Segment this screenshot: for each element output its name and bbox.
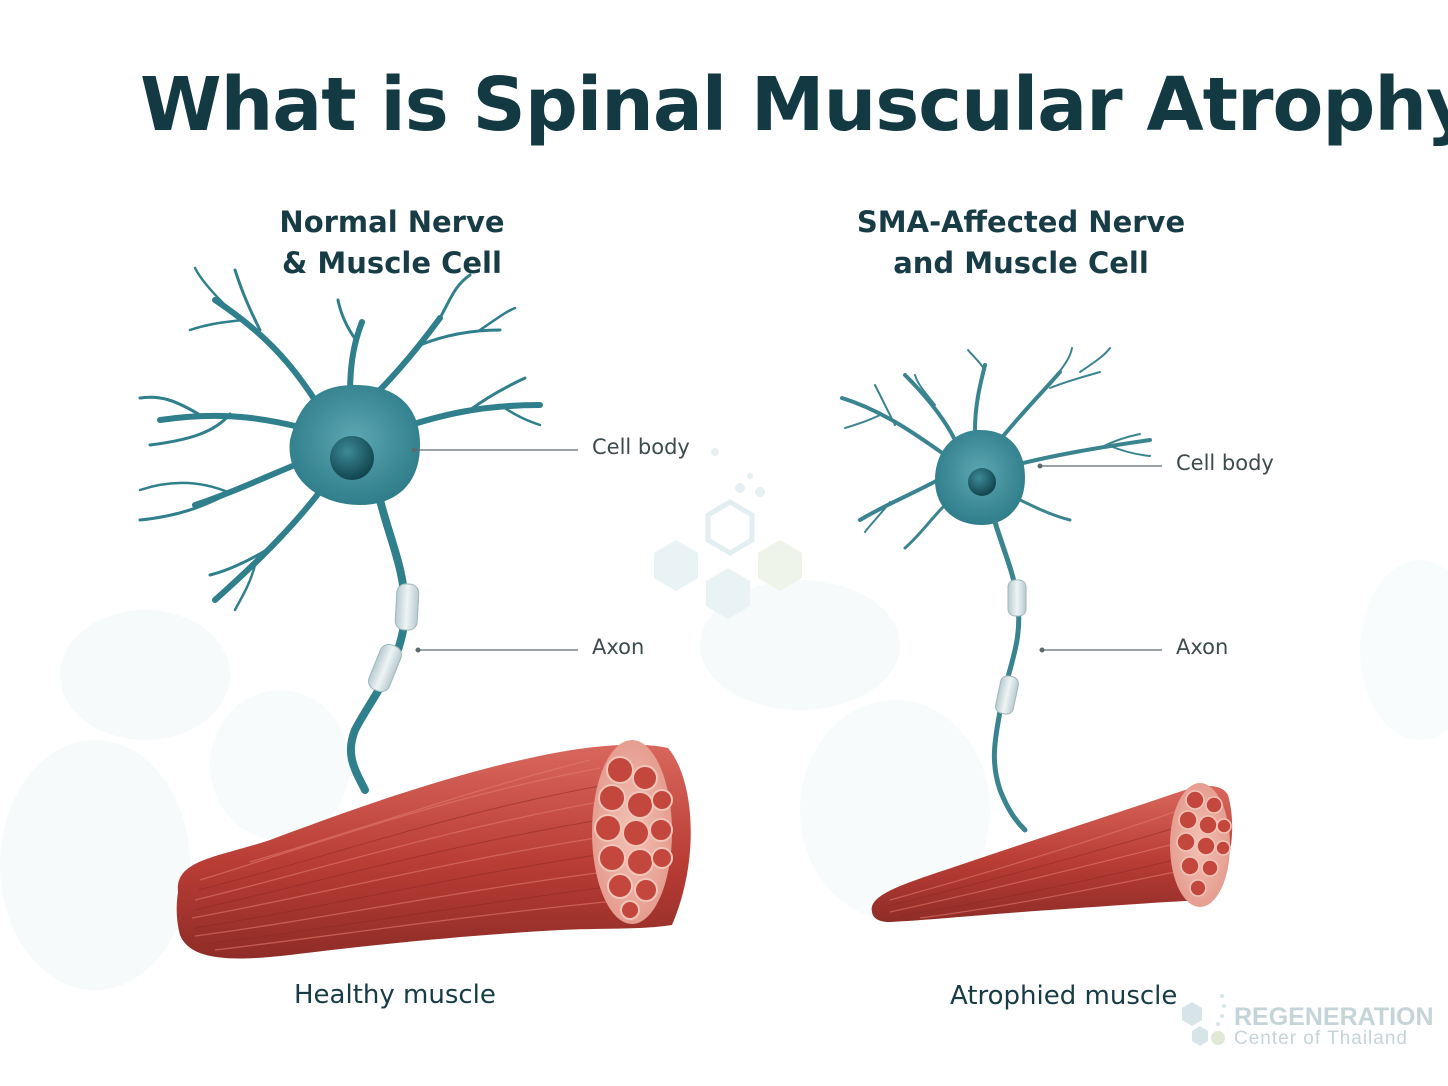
normal-panel-title: Normal Nerve & Muscle Cell xyxy=(182,202,602,284)
normal-title-line2: & Muscle Cell xyxy=(282,246,502,280)
background-blob xyxy=(60,610,230,740)
normal-axon-label: Axon xyxy=(592,635,645,659)
normal-title-line1: Normal Nerve xyxy=(279,205,505,239)
logo-line2: Center of Thailand xyxy=(1234,1028,1408,1049)
regeneration-logo-icon xyxy=(1182,994,1226,1046)
regeneration-logo-text: REGENERATION Center of Thailand xyxy=(1234,1003,1434,1050)
normal-cell-body-label: Cell body xyxy=(592,435,690,459)
background-blob xyxy=(1360,560,1448,740)
affected-panel-title: SMA-Affected Nerve and Muscle Cell xyxy=(811,202,1231,284)
healthy-muscle-caption: Healthy muscle xyxy=(294,980,496,1010)
affected-title-line2: and Muscle Cell xyxy=(893,246,1149,280)
watermark-hexagon-icon xyxy=(654,448,802,619)
affected-title-line1: SMA-Affected Nerve xyxy=(856,205,1186,239)
background-blob xyxy=(0,740,190,990)
logo-line1: REGENERATION xyxy=(1234,1003,1434,1031)
page-title: What is Spinal Muscular Atrophy? xyxy=(140,62,1448,148)
background-blob xyxy=(210,690,350,840)
affected-axon-label: Axon xyxy=(1176,635,1229,659)
affected-cell-body-label: Cell body xyxy=(1176,451,1274,475)
atrophied-muscle-caption: Atrophied muscle xyxy=(950,981,1178,1011)
